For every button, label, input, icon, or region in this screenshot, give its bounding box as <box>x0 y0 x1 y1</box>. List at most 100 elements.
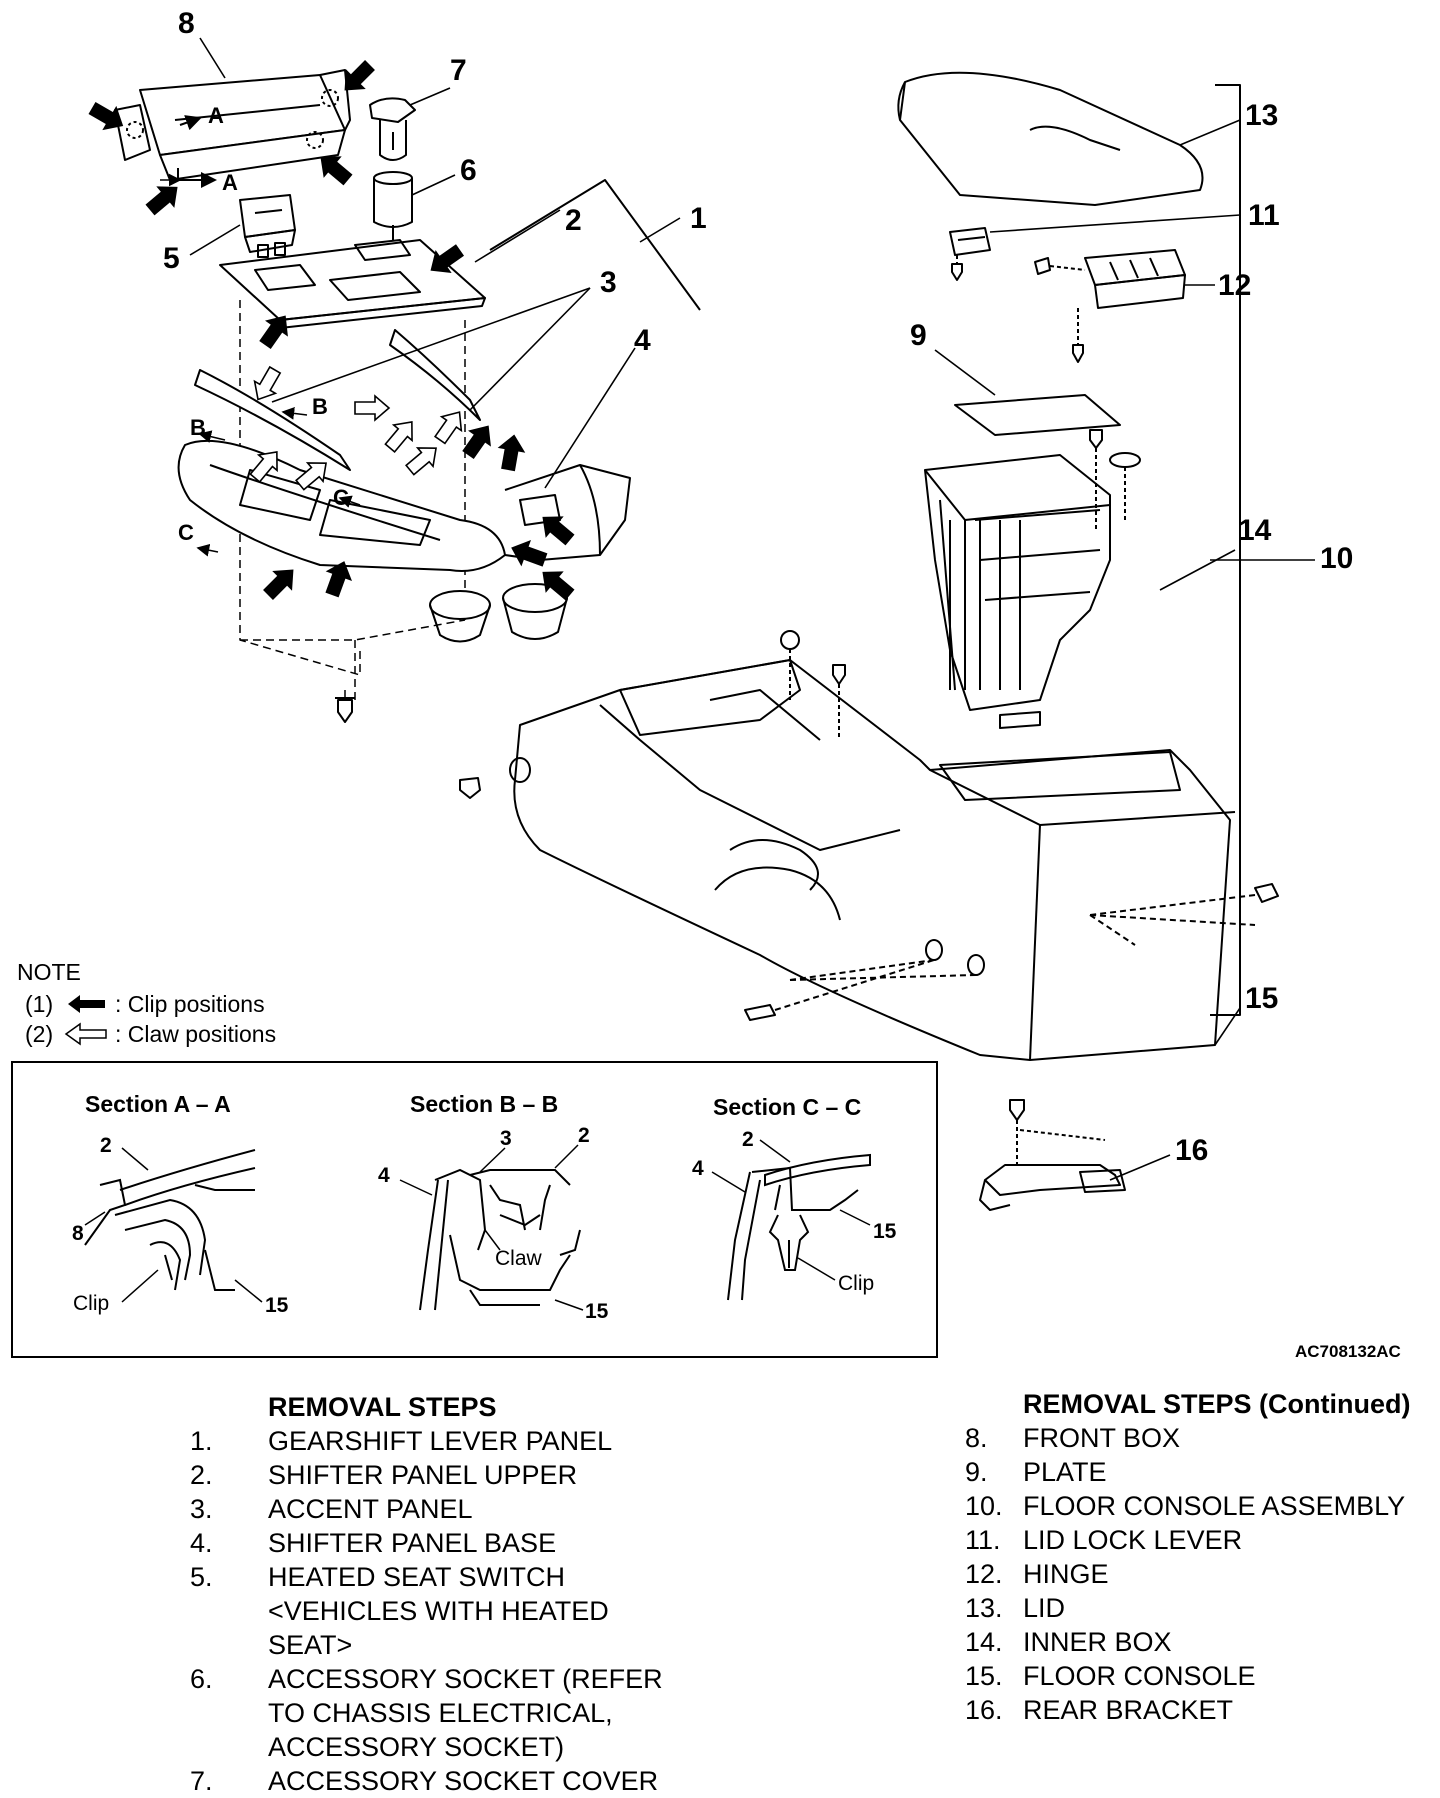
step-text: FLOOR CONSOLE ASSEMBLY <box>1023 1491 1406 1521</box>
note-item-2-num: (2) <box>25 1021 53 1047</box>
section-a-label-8: 8 <box>72 1222 84 1245</box>
step-number: 8. <box>965 1423 988 1453</box>
note-title: NOTE <box>17 959 81 985</box>
callout-11: 11 <box>1248 199 1280 232</box>
clip-position-arrows <box>88 60 575 601</box>
removal-steps-continued-title: REMOVAL STEPS (Continued) <box>1023 1389 1411 1419</box>
part-front-box <box>114 69 351 188</box>
section-b-leaders <box>399 1144 584 1311</box>
step-text: HEATED SEAT SWITCH <VEHICLES WITH HEATED… <box>268 1562 609 1660</box>
callout-12: 12 <box>1218 269 1251 302</box>
callout-7: 7 <box>450 54 467 87</box>
section-c-drawing <box>727 1153 871 1301</box>
note-item-2-text: : Claw positions <box>115 1021 276 1047</box>
step-number: 11. <box>965 1525 1001 1555</box>
step-number: 5. <box>190 1562 213 1592</box>
callout-10: 10 <box>1320 542 1353 575</box>
section-b-label-2: 2 <box>578 1124 590 1147</box>
section-b-label-3: 3 <box>500 1127 512 1150</box>
leader-lines <box>189 37 1315 1181</box>
section-c-title: Section C – C <box>713 1094 861 1120</box>
step-number: 1. <box>190 1426 213 1456</box>
callout-bracket-10 <box>1210 84 1241 1016</box>
section-c-label-15: 15 <box>873 1220 897 1243</box>
step-item: 6.ACCESSORY SOCKET (REFER TO CHASSIS ELE… <box>190 1662 750 1764</box>
step-item: 5. HEATED SEAT SWITCH <VEHICLES WITH HEAT… <box>190 1560 750 1662</box>
clip-arrow-icon <box>68 995 105 1013</box>
note-item-1-num: (1) <box>25 991 53 1017</box>
callout-6: 6 <box>460 154 477 187</box>
step-text: FLOOR CONSOLE <box>1023 1661 1256 1691</box>
section-b-drawing <box>419 1168 581 1311</box>
section-mark-b-2: B <box>190 415 206 440</box>
callout-bracket-1 <box>489 179 701 311</box>
step-number: 14. <box>965 1627 1003 1657</box>
section-a-leaders <box>84 1147 263 1303</box>
section-b-label-4: 4 <box>378 1164 390 1187</box>
step-text: LID <box>1023 1593 1066 1623</box>
step-text: INNER BOX <box>1023 1627 1172 1657</box>
section-c-leaders <box>711 1139 871 1281</box>
step-number: 7. <box>190 1766 213 1796</box>
step-text: REAR BRACKET <box>1023 1695 1234 1725</box>
callout-9: 9 <box>910 319 927 352</box>
step-number: 4. <box>190 1528 213 1558</box>
part-shifter-panel-upper <box>219 239 486 329</box>
part-plate <box>954 394 1121 436</box>
section-b-label-claw: Claw <box>495 1247 543 1270</box>
step-item: 10.FLOOR CONSOLE ASSEMBLY <box>965 1489 1435 1523</box>
callout-14: 14 <box>1238 514 1272 547</box>
section-a-label-clip: Clip <box>73 1292 109 1315</box>
part-floor-console <box>459 630 1279 1061</box>
part-rear-bracket <box>979 1099 1126 1211</box>
figure-code: AC708132AC <box>1295 1342 1401 1361</box>
section-a-label-15: 15 <box>265 1294 289 1317</box>
step-text: FRONT BOX <box>1023 1423 1181 1453</box>
note-block: NOTE (1) : Clip positions (2) : Claw pos… <box>17 959 276 1047</box>
part-lid-lock-lever <box>949 227 991 281</box>
part-accessory-socket <box>373 171 413 240</box>
step-item: 12. HINGE <box>965 1557 1435 1591</box>
step-number: 16. <box>965 1695 1003 1725</box>
step-item: 9.PLATE <box>965 1455 1435 1489</box>
callout-15: 15 <box>1245 982 1278 1015</box>
section-b-title: Section B – B <box>410 1091 558 1117</box>
callout-1: 1 <box>690 202 707 235</box>
section-mark-c-1: C <box>333 485 349 510</box>
part-cup-holders <box>429 583 568 643</box>
step-text: HINGE <box>1023 1559 1109 1589</box>
step-item: 11.LID LOCK LEVER <box>965 1523 1435 1557</box>
section-a-label-2: 2 <box>100 1134 112 1157</box>
step-item: 13.LID <box>965 1591 1435 1625</box>
callout-5: 5 <box>163 242 180 275</box>
section-mark-a-2: A <box>222 170 238 195</box>
part-inner-box <box>924 429 1141 729</box>
part-heated-seat-switch <box>239 194 296 258</box>
step-text: ACCESSORY SOCKET COVER <box>268 1766 659 1796</box>
section-c-label-4: 4 <box>692 1157 704 1180</box>
step-number: 3. <box>190 1494 213 1524</box>
step-item: 2.SHIFTER PANEL UPPER <box>190 1458 750 1492</box>
section-c-label-2: 2 <box>742 1128 754 1151</box>
step-number: 12. <box>965 1559 1003 1589</box>
section-a-drawing <box>84 1149 256 1291</box>
step-item: 3. ACCENT PANEL <box>190 1492 750 1526</box>
step-item: 16. REAR BRACKET <box>965 1693 1435 1727</box>
part-hinge <box>1034 249 1186 363</box>
part-accessory-socket-cover <box>369 97 416 161</box>
section-c-label-clip: Clip <box>838 1272 874 1295</box>
step-text: ACCESSORY SOCKET (REFER TO CHASSIS ELECT… <box>268 1664 663 1762</box>
callout-2: 2 <box>565 204 582 237</box>
callout-13: 13 <box>1245 99 1278 132</box>
callout-4: 4 <box>634 324 651 357</box>
step-item: 4.SHIFTER PANEL BASE <box>190 1526 750 1560</box>
step-item: 14. INNER BOX <box>965 1625 1435 1659</box>
step-item: 7. ACCESSORY SOCKET COVER <box>190 1764 750 1798</box>
section-detail-box <box>11 1061 938 1358</box>
step-text: ACCENT PANEL <box>268 1494 473 1524</box>
step-item: 8. FRONT BOX <box>965 1421 1435 1455</box>
